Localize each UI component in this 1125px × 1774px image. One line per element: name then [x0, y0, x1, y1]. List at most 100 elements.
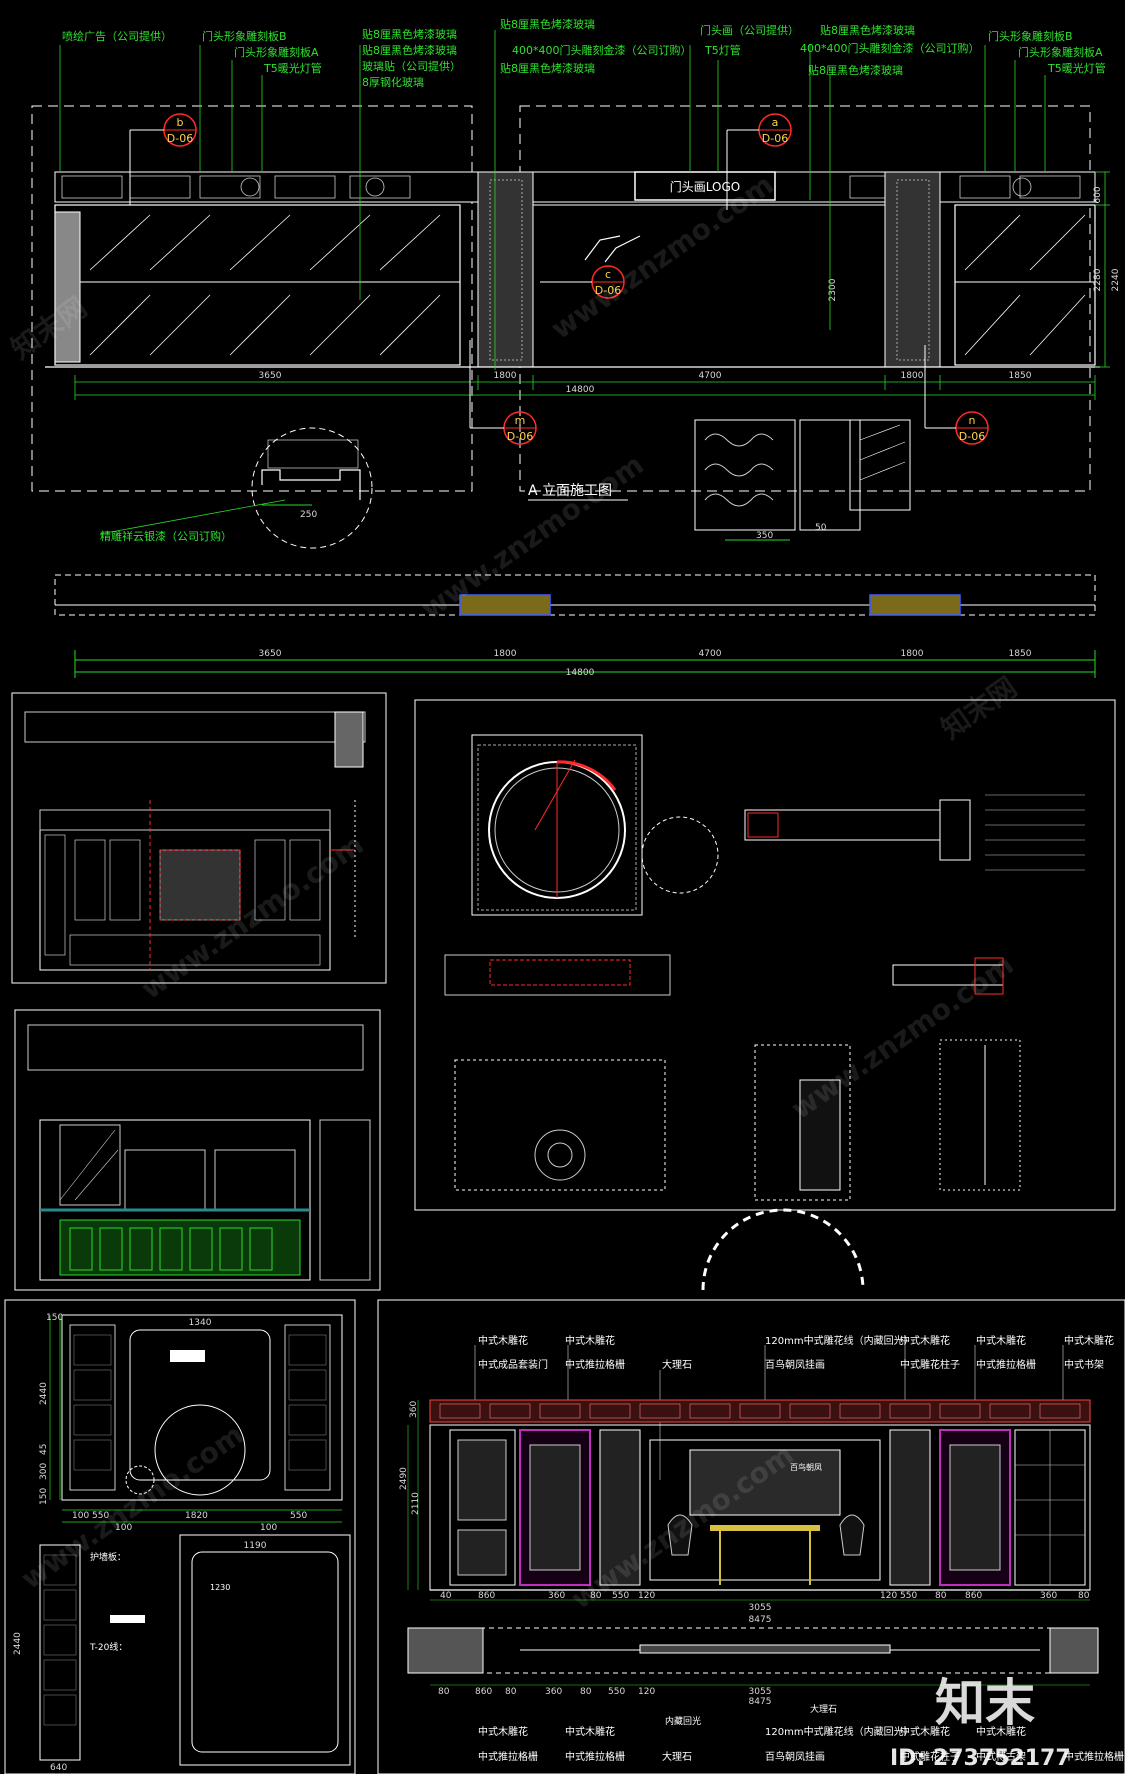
dim-right-1: 2280: [1093, 268, 1103, 291]
callout-b-ref: D-06: [167, 132, 193, 145]
leader-lines: [59, 30, 1046, 370]
painting-text: 百鸟朝凤: [790, 1462, 822, 1472]
br-blabel-5: 中式推拉格栅: [478, 1750, 538, 1763]
br-label-6: 百鸟朝凤挂画: [765, 1358, 825, 1371]
br-label-5: 120mm中式雕花线（内藏回光）: [765, 1334, 914, 1347]
br-label-10: 中式推拉格栅: [976, 1358, 1036, 1371]
dim-4700: 4700: [699, 371, 722, 381]
br-blabel-7: 大理石: [662, 1750, 692, 1763]
door-logo-text: 门头画LOGO: [670, 179, 740, 194]
callout-b-letter: b: [177, 116, 184, 129]
callout-a-letter: a: [772, 116, 779, 129]
bl-dim-lower-1: 1230: [210, 1583, 230, 1592]
fascia-carving: [61, 175, 1081, 199]
br-plan-d6: 120: [638, 1687, 655, 1697]
br-plan-label-1: 大理石: [810, 1703, 837, 1715]
moon-gate-details: [414, 699, 1116, 1211]
bl-dim-b0: 100: [72, 1511, 89, 1521]
dim-1800-b: 1800: [901, 371, 924, 381]
plan-total: 14800: [566, 668, 595, 678]
bl-dim-l0: 150: [46, 1313, 63, 1323]
br-dim-mid-0: 3055: [749, 1603, 772, 1613]
br-dim-r4: 550: [612, 1591, 629, 1601]
left-glass-hatch: [89, 214, 441, 356]
callout-a: a D-06: [726, 113, 792, 210]
bl-dim-top: 1340: [189, 1318, 212, 1328]
main-elevation: 门头画LOGO: [31, 17, 1121, 678]
watermarks: www.znzmo.com www.znzmo.com www.znzmo.co…: [5, 168, 1023, 1616]
br-dim-r0: 40: [440, 1591, 452, 1601]
br-label-0: 中式木雕花: [478, 1334, 528, 1347]
ann-1: 门头形象雕刻板B: [202, 29, 287, 43]
dim-right-2: 2240: [1111, 268, 1121, 291]
ann-18: T5暖光灯管: [1047, 61, 1106, 75]
plan-dim-4: 1850: [1009, 649, 1032, 659]
dim-3650: 3650: [259, 371, 282, 381]
br-label-9: 中式木雕花: [976, 1334, 1026, 1347]
br-dim-r5: 120: [638, 1591, 655, 1601]
br-label-11: 中式木雕花: [1064, 1334, 1114, 1347]
br-blabel-0: 中式木雕花: [478, 1725, 528, 1738]
br-blabel-6: 中式推拉格栅: [565, 1750, 625, 1763]
callout-b: b D-06: [129, 113, 197, 205]
br-blabel-3: 中式木雕花: [900, 1725, 950, 1738]
ann-17: 门头形象雕刻板A: [1018, 45, 1103, 59]
ann-7: 8厚钢化玻璃: [362, 75, 424, 89]
callout-n-ref: D-06: [959, 430, 985, 443]
cloud-pattern-detail: 350 50: [694, 419, 911, 541]
br-plan-label-0: 内藏回光: [665, 1715, 701, 1727]
bl-dim-b5: 550: [290, 1511, 307, 1521]
callout-a-ref: D-06: [762, 132, 788, 145]
detail-label: 精雕祥云银漆（公司订购）: [100, 529, 232, 543]
arch-outline: [701, 1208, 865, 1291]
br-dim-r10: 360: [1040, 1591, 1057, 1601]
profile-detail: 250: [251, 427, 373, 549]
br-label-8: 中式雕花柱子: [900, 1358, 960, 1371]
bl-dim-b3: 1820: [185, 1511, 208, 1521]
watermark-site-4: www.znzmo.com: [785, 948, 1019, 1126]
bl-dim-l2: 45: [39, 1444, 49, 1455]
br-dim-l2: 2110: [411, 1492, 421, 1515]
ann-11: 门头画（公司提供）: [700, 23, 799, 37]
br-plan-d7: 3055: [749, 1687, 772, 1697]
ann-4: 贴8厘黑色烤漆玻璃: [362, 27, 457, 41]
bottom-right-elevation: 百鸟朝凤 360 2490 2110 40 860 360 80 550: [377, 1299, 1125, 1774]
elevation-title: A 立面施工图: [528, 483, 612, 499]
plan-dim-3: 1800: [901, 649, 924, 659]
br-blabel-2: 120mm中式雕花线（内藏回光）: [765, 1725, 914, 1738]
dim-inner: 2300: [828, 278, 838, 301]
br-plan-d8: 8475: [749, 1697, 772, 1707]
br-label-2: 中式木雕花: [565, 1334, 615, 1347]
detail-dim-2: 350: [756, 531, 773, 541]
bl-dim-b2: 100: [115, 1523, 132, 1533]
br-plan-d3: 360: [545, 1687, 562, 1697]
callout-c-letter: c: [605, 268, 611, 281]
br-dim-r1: 860: [478, 1591, 495, 1601]
detail-dim-3: 50: [815, 523, 827, 533]
callout-c-ref: D-06: [595, 284, 621, 297]
ann-10: 贴8厘黑色烤漆玻璃: [500, 61, 595, 75]
br-plan-d4: 80: [580, 1687, 592, 1697]
br-blabel-10: 中式博古架: [976, 1750, 1026, 1763]
bottom-left-panel: 1340 100 550 100 1820 100 550 150 2440 4…: [4, 1299, 356, 1774]
watermark-brand-2: 知末网: [935, 671, 1023, 746]
ann-3: T5暖光灯管: [263, 61, 322, 75]
bl-dim-b1: 550: [92, 1511, 109, 1521]
br-dim-r3: 80: [590, 1591, 602, 1601]
br-dim-r7: 550: [900, 1591, 917, 1601]
ann-9: 400*400门头雕刻金漆（公司订购）: [512, 43, 692, 57]
br-blabel-9: 中式雕花柱子: [900, 1750, 960, 1763]
br-dim-mid-1: 8475: [749, 1615, 772, 1625]
ann-6: 玻璃贴（公司提供）: [362, 59, 461, 73]
ann-12: T5灯管: [704, 43, 741, 57]
br-dim-l1: 2490: [399, 1467, 409, 1490]
br-plan-d5: 550: [608, 1687, 625, 1697]
ann-8: 贴8厘黑色烤漆玻璃: [500, 17, 595, 31]
ann-2: 门头形象雕刻板A: [234, 45, 319, 59]
dim-1850: 1850: [1009, 371, 1032, 381]
plan-strip: 3650 1800 4700 1800 1850 14800: [54, 574, 1096, 678]
bl-note2: T-20线：: [89, 1641, 127, 1653]
bl-note: 护墙板：: [90, 1551, 126, 1563]
br-blabel-11: 中式推拉格栅: [1064, 1750, 1124, 1763]
